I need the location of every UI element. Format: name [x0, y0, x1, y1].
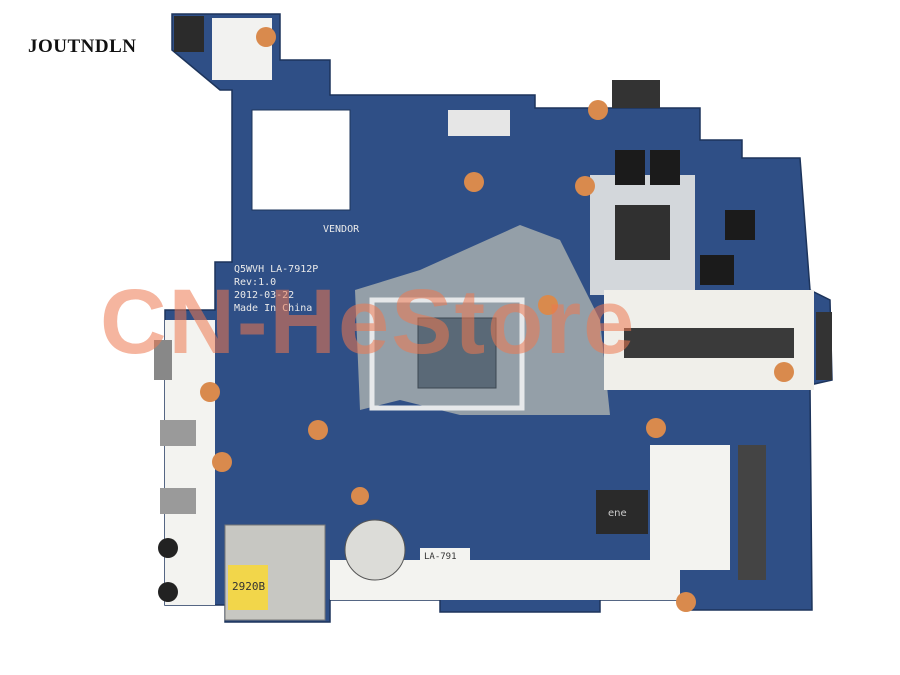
usb-port-1 — [160, 420, 196, 446]
right-port — [816, 312, 832, 380]
board-cutout — [251, 109, 351, 211]
sata-connector — [738, 445, 766, 580]
screw-pad-1 — [256, 27, 276, 47]
screw-pad-5 — [200, 382, 220, 402]
usb-port-2 — [160, 488, 196, 514]
chip-d — [700, 255, 734, 285]
screw-pad-3 — [588, 100, 608, 120]
sticker-code: 2920B — [232, 580, 265, 593]
screw-pad-12 — [212, 452, 232, 472]
lower-white-panel — [650, 445, 730, 570]
ene-chip — [596, 490, 648, 534]
connector-strip — [624, 328, 794, 358]
chip-e — [615, 205, 670, 260]
audio-jack-1 — [158, 538, 178, 558]
screw-pad-4 — [575, 176, 595, 196]
silk-model: Q5WVH LA-7912P — [234, 264, 318, 275]
socket-frame — [369, 297, 525, 411]
silk-vendor: VENDOR — [323, 224, 360, 235]
top-white-area — [212, 18, 272, 80]
silk-origin: Made In China — [234, 303, 312, 314]
chip-b — [650, 150, 680, 185]
left-white-strip — [165, 320, 215, 605]
screw-pad-6 — [308, 420, 328, 440]
ethernet-port — [174, 16, 204, 52]
screw-pad-7 — [538, 295, 558, 315]
chip-c — [725, 210, 755, 240]
chip-a — [615, 150, 645, 185]
screw-pad-8 — [646, 418, 666, 438]
screw-pad-11 — [351, 487, 369, 505]
brand-label: JOUTNDLN — [28, 36, 137, 57]
screw-pad-9 — [676, 592, 696, 612]
silk-date: 2012-03-22 — [234, 290, 294, 301]
battery-connector — [612, 80, 660, 108]
audio-jack-2 — [158, 582, 178, 602]
hdmi-port — [154, 340, 172, 380]
screw-pad-10 — [774, 362, 794, 382]
watermark: CN-HeStore — [100, 271, 637, 373]
connector-top — [448, 110, 510, 136]
silk-revision: Rev:1.0 — [234, 277, 276, 288]
cmos-battery — [344, 519, 406, 581]
cpu-socket — [417, 317, 497, 389]
screw-pad-2 — [464, 172, 484, 192]
chip-logo: ene — [608, 508, 627, 519]
yellow-sticker — [228, 565, 268, 610]
silk-la: LA-791 — [424, 552, 457, 562]
